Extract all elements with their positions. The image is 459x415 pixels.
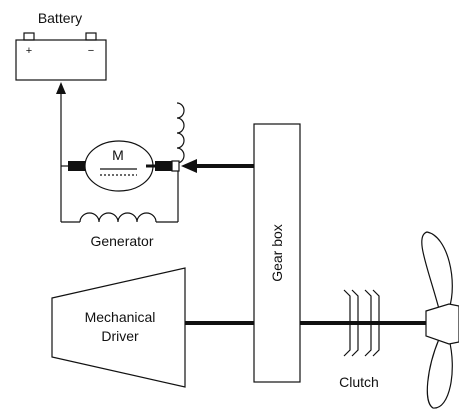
battery-box bbox=[15, 39, 107, 81]
motor-brush-left bbox=[68, 161, 85, 171]
arrow-to-battery-icon bbox=[56, 82, 66, 94]
battery-label: Battery bbox=[38, 10, 82, 26]
motor-icon: M bbox=[61, 140, 180, 192]
battery-wiring bbox=[60, 93, 179, 223]
clutch-icon bbox=[343, 289, 380, 357]
motor-brush-right bbox=[155, 161, 172, 171]
battery-terminal-positive bbox=[23, 32, 35, 41]
gearbox-label: Gear box bbox=[269, 224, 285, 282]
mechanical-driver-label-line1: Mechanical bbox=[85, 309, 156, 325]
drive-arrow-icon bbox=[181, 159, 197, 173]
battery-minus-sign: − bbox=[88, 45, 94, 57]
motor-label: M bbox=[112, 147, 124, 163]
mechanical-driver-shape bbox=[51, 267, 186, 388]
mechanical-driver: Mechanical Driver bbox=[51, 267, 186, 388]
battery: Battery + − bbox=[15, 10, 107, 81]
generator-label: Generator bbox=[90, 233, 153, 249]
gearbox-box bbox=[253, 123, 301, 383]
generator-coil-icon bbox=[79, 212, 157, 223]
mechanical-driver-label-line2: Driver bbox=[101, 328, 139, 344]
motor-shaft-coupling bbox=[171, 160, 180, 172]
clutch-label: Clutch bbox=[339, 374, 379, 390]
gearbox: Gear box bbox=[253, 123, 301, 383]
field-coil-icon bbox=[176, 102, 185, 164]
battery-terminal-negative bbox=[85, 32, 97, 41]
propeller-icon bbox=[421, 231, 459, 409]
battery-plus-sign: + bbox=[26, 45, 32, 57]
